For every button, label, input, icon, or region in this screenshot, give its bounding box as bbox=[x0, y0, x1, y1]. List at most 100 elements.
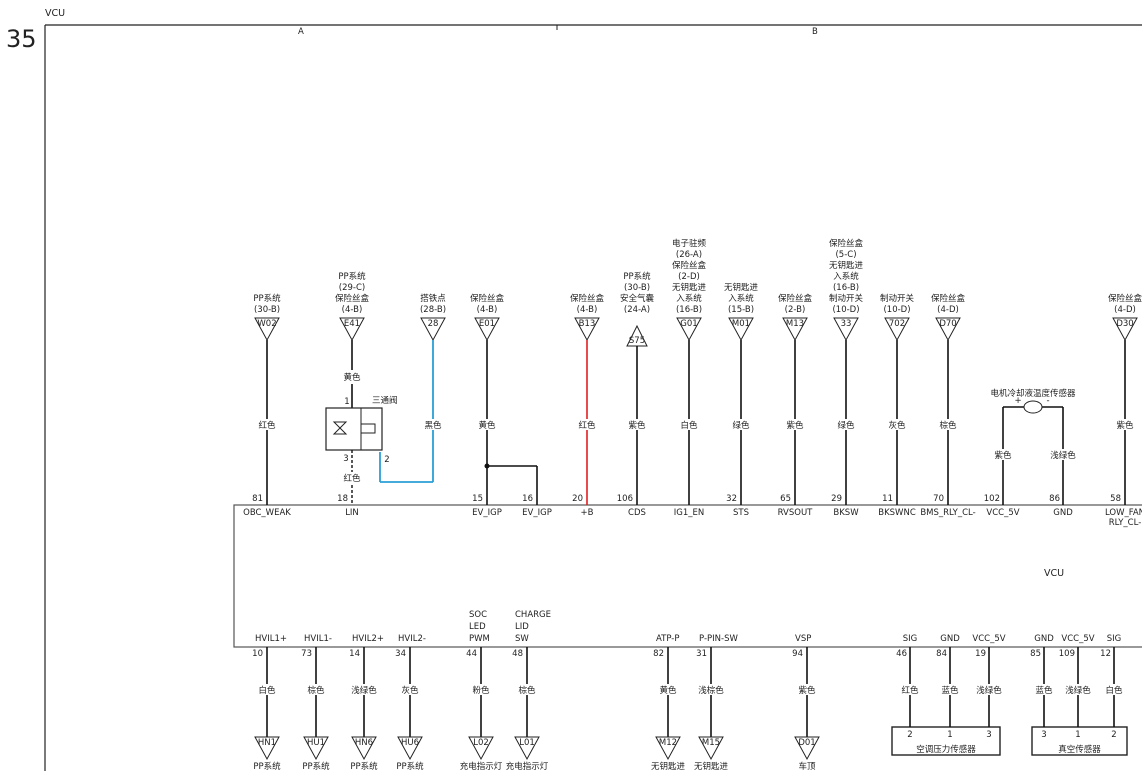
connector-destination: 车顶 bbox=[798, 761, 816, 771]
vcu-box bbox=[233, 504, 1142, 648]
pin-signal: BKSW bbox=[833, 508, 859, 518]
pin-number: 109 bbox=[1059, 649, 1075, 659]
connector-702-code: 702 bbox=[889, 319, 905, 329]
connector-d01-symbol bbox=[794, 736, 820, 761]
connector-hu6-code: HU6 bbox=[401, 738, 419, 748]
connector-l02-code: L02 bbox=[473, 738, 489, 748]
connector-d30-code: D30 bbox=[1116, 319, 1133, 329]
connector-label: 搭铁点 bbox=[420, 293, 446, 304]
wire-color-label: 灰色 bbox=[401, 685, 419, 696]
pin-signal: BKSWNC bbox=[878, 508, 916, 518]
label-bg bbox=[509, 684, 545, 695]
wire-color-label: 红色 bbox=[901, 685, 919, 696]
wire-color-label: 红色 bbox=[343, 473, 361, 484]
pin-number: 31 bbox=[696, 649, 707, 659]
wire-color-label: 浅绿色 bbox=[351, 685, 377, 696]
connector-hu6-symbol bbox=[397, 736, 423, 761]
connector-hn1-symbol bbox=[254, 736, 280, 761]
label-bg bbox=[338, 472, 366, 483]
valve-pin: 1 bbox=[344, 397, 349, 407]
connector-destination: 无钥匙进 bbox=[651, 761, 686, 771]
pin-number: 106 bbox=[617, 494, 633, 504]
connector-m15-code: M15 bbox=[702, 738, 720, 748]
connector-destination: PP系统 bbox=[302, 761, 330, 771]
connector-702-symbol bbox=[884, 317, 910, 342]
connector-label: 入系统 bbox=[676, 293, 702, 304]
connector-w02-code: W02 bbox=[257, 319, 276, 329]
connector-label: 保险丝盒 bbox=[570, 293, 605, 304]
connector-28-symbol bbox=[420, 317, 446, 342]
wire-color-label: 灰色 bbox=[888, 420, 906, 431]
thermistor-icon bbox=[1023, 400, 1043, 414]
connector-label: 制动开关 bbox=[829, 293, 864, 304]
pin-signal: VSP bbox=[795, 634, 811, 644]
wire-color-label: 白色 bbox=[258, 685, 276, 696]
pin-number: 65 bbox=[780, 494, 791, 504]
connector-label: 无钥匙进 bbox=[672, 282, 707, 293]
pin-signal: RVSOUT bbox=[778, 508, 814, 518]
connector-b13-code: B13 bbox=[579, 319, 596, 329]
connector-label: (30-B) bbox=[254, 305, 280, 315]
pin-signal: SIG bbox=[1107, 634, 1122, 644]
junction-dot bbox=[484, 463, 490, 469]
sensor-name: 真空传感器 bbox=[1058, 744, 1101, 755]
pin-number: 15 bbox=[472, 494, 483, 504]
pin-signal: OBC_WEAK bbox=[243, 508, 291, 518]
connector-33-code: 33 bbox=[841, 319, 852, 329]
connector-g01-symbol bbox=[676, 317, 702, 342]
wire-color-label: 浅绿色 bbox=[976, 685, 1002, 696]
pin-signal: RLY_CL- bbox=[1109, 518, 1142, 528]
label-bg bbox=[985, 449, 1021, 460]
valve-name: 三通阀 bbox=[372, 395, 398, 406]
pin-signal: BMS_RLY_CL- bbox=[920, 508, 975, 518]
pin-number: 10 bbox=[252, 649, 263, 659]
connector-label: 保险丝盒 bbox=[470, 293, 505, 304]
wire-color-label: 白色 bbox=[1105, 685, 1123, 696]
connector-destination: 无钥匙进 bbox=[694, 761, 729, 771]
connector-m15-symbol bbox=[698, 736, 724, 761]
pin-signal: GND bbox=[1034, 634, 1054, 644]
label-bg bbox=[971, 684, 1007, 695]
connector-label: 入系统 bbox=[728, 293, 754, 304]
wire-color-label: 蓝色 bbox=[941, 685, 959, 696]
label-bg bbox=[1045, 449, 1081, 460]
connector-b13-symbol bbox=[574, 317, 600, 342]
sensor-minus: - bbox=[1046, 396, 1049, 406]
connector-g01-code: G01 bbox=[680, 319, 697, 329]
label-bg bbox=[892, 684, 928, 695]
label-bg bbox=[830, 419, 862, 430]
pin-signal: ATP-P bbox=[656, 634, 679, 644]
pin-number: 12 bbox=[1100, 649, 1111, 659]
pin-signal: LOW_FAN bbox=[1105, 508, 1142, 518]
pin-number: 84 bbox=[936, 649, 947, 659]
connector-label: 保险丝盒 bbox=[778, 293, 813, 304]
label-bg bbox=[881, 419, 913, 430]
connector-label: (4-B) bbox=[577, 305, 598, 315]
sensor-pin: 2 bbox=[907, 730, 912, 740]
label-bg bbox=[789, 684, 825, 695]
zone-a-label: A bbox=[298, 27, 304, 37]
three-way-valve bbox=[325, 407, 383, 451]
vcu-label: VCU bbox=[1044, 568, 1064, 579]
pin-signal: VCC_5V bbox=[1061, 634, 1094, 644]
sensor-pin: 2 bbox=[1111, 730, 1116, 740]
connector-label: (16-B) bbox=[833, 283, 859, 293]
pin-number: 11 bbox=[882, 494, 893, 504]
connector-e41-code: E41 bbox=[344, 319, 360, 329]
label-bg bbox=[621, 419, 653, 430]
pin-number: 81 bbox=[252, 494, 263, 504]
connector-m13-code: M13 bbox=[786, 319, 804, 329]
pin-signal: SIG bbox=[903, 634, 918, 644]
connector-label: (4-B) bbox=[342, 305, 363, 315]
wire-color-label: 黄色 bbox=[478, 420, 496, 431]
pin-signal: VCC_5V bbox=[972, 634, 1005, 644]
connector-label: (2-B) bbox=[785, 305, 806, 315]
connector-label: PP系统 bbox=[623, 271, 651, 282]
connector-m12-code: M12 bbox=[659, 738, 677, 748]
connector-hu1-code: HU1 bbox=[307, 738, 325, 748]
page-number: 35 bbox=[6, 25, 37, 53]
pin-signal: LID bbox=[515, 622, 529, 632]
wire-color-label: 绿色 bbox=[732, 420, 750, 431]
wire-color-label: 蓝色 bbox=[1035, 685, 1053, 696]
wire-color-label: 黄色 bbox=[659, 685, 677, 696]
